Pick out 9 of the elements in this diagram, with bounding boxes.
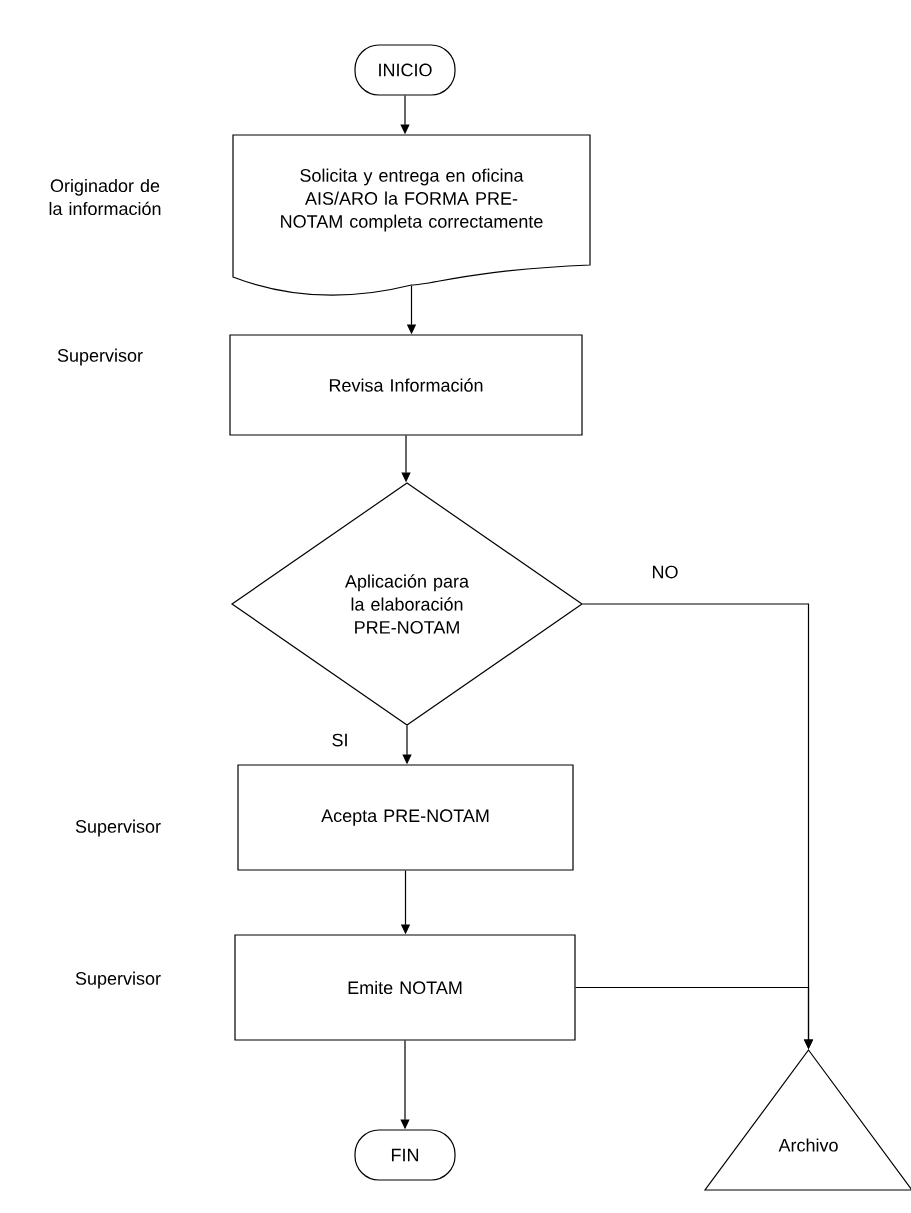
role-label: Supervisor xyxy=(75,971,161,989)
edge-label: NO xyxy=(649,563,681,581)
process-box: Acepta PRE-NOTAM xyxy=(237,764,574,871)
role-label: Originador de la información xyxy=(49,178,161,216)
role-label: Supervisor xyxy=(75,819,161,837)
role-label: Supervisor xyxy=(57,348,143,366)
process-box: Revisa Información xyxy=(229,334,583,436)
edge-label: SI xyxy=(329,731,351,749)
process-box: Emite NOTAM xyxy=(234,934,576,1041)
